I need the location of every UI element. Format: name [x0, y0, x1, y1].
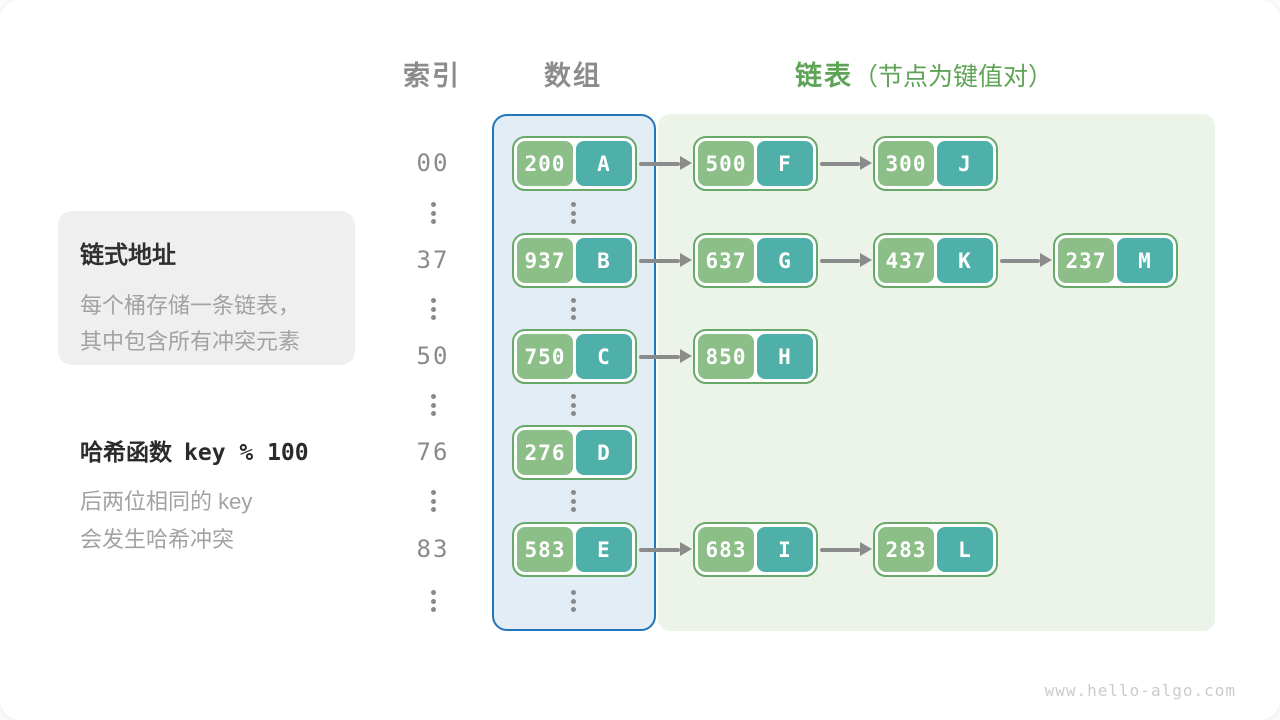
node-key: 200	[517, 141, 573, 186]
hash-note-line: 后两位相同的 key	[80, 489, 253, 514]
info-box-line: 其中包含所有冲突元素	[80, 329, 301, 354]
node-value: H	[757, 334, 813, 379]
node-key: 937	[517, 238, 573, 283]
link-arrow-icon	[639, 253, 692, 267]
node-value: A	[576, 141, 632, 186]
vertical-ellipsis-icon	[571, 202, 576, 224]
node-key: 300	[878, 141, 934, 186]
hash-note-title: 哈希函数	[80, 439, 172, 465]
node-key: 683	[698, 527, 754, 572]
header-list: 链表（节点为键值对）	[795, 54, 1053, 93]
node-value: I	[757, 527, 813, 572]
node-value: M	[1117, 238, 1173, 283]
bucket-index-label: 76	[416, 438, 450, 466]
node-key: 283	[878, 527, 934, 572]
link-arrow-icon	[820, 253, 872, 267]
vertical-ellipsis-icon	[571, 490, 576, 512]
node-key: 437	[878, 238, 934, 283]
node-key: 500	[698, 141, 754, 186]
bucket-index-label: 50	[416, 342, 450, 370]
vertical-ellipsis-icon	[571, 590, 576, 612]
bucket-index-label: 37	[416, 246, 450, 274]
link-arrow-icon	[639, 542, 692, 556]
link-arrow-icon	[820, 542, 872, 556]
hash-formula: key % 100	[184, 440, 309, 466]
header-array: 数组	[544, 61, 602, 91]
link-arrow-icon	[820, 156, 872, 170]
hash-note-line: 会发生哈希冲突	[80, 527, 235, 552]
link-arrow-icon	[1000, 253, 1052, 267]
vertical-ellipsis-icon	[571, 298, 576, 320]
watermark: www.hello-algo.com	[1044, 681, 1236, 700]
node-value: B	[576, 238, 632, 283]
link-arrow-icon	[639, 349, 692, 363]
vertical-ellipsis-icon	[430, 202, 436, 224]
node-value: C	[576, 334, 632, 379]
bucket-index-label: 83	[416, 535, 450, 563]
node-value: J	[937, 141, 993, 186]
node-key: 237	[1058, 238, 1114, 283]
vertical-ellipsis-icon	[430, 590, 436, 612]
node-key: 637	[698, 238, 754, 283]
header-list-note: （节点为键值对）	[853, 63, 1054, 91]
vertical-ellipsis-icon	[430, 394, 436, 416]
vertical-ellipsis-icon	[430, 298, 436, 320]
link-arrow-icon	[639, 156, 692, 170]
node-value: D	[576, 430, 632, 475]
node-value: F	[757, 141, 813, 186]
node-value: K	[937, 238, 993, 283]
node-key: 850	[698, 334, 754, 379]
node-value: E	[576, 527, 632, 572]
hash-function-note: 哈希函数 key % 100 后两位相同的 key 会发生哈希冲突	[80, 433, 309, 559]
node-value: G	[757, 238, 813, 283]
node-key: 750	[517, 334, 573, 379]
header-index: 索引	[403, 61, 461, 91]
info-box-chaining: 链式地址 每个桶存储一条链表， 其中包含所有冲突元素	[58, 211, 355, 365]
vertical-ellipsis-icon	[571, 394, 576, 416]
bucket-index-label: 00	[416, 149, 450, 177]
node-value: L	[937, 527, 993, 572]
info-box-line: 每个桶存储一条链表，	[80, 293, 301, 318]
header-list-label: 链表	[795, 61, 853, 91]
vertical-ellipsis-icon	[430, 490, 436, 512]
info-box-title: 链式地址	[80, 242, 176, 269]
node-key: 276	[517, 430, 573, 475]
node-key: 583	[517, 527, 573, 572]
